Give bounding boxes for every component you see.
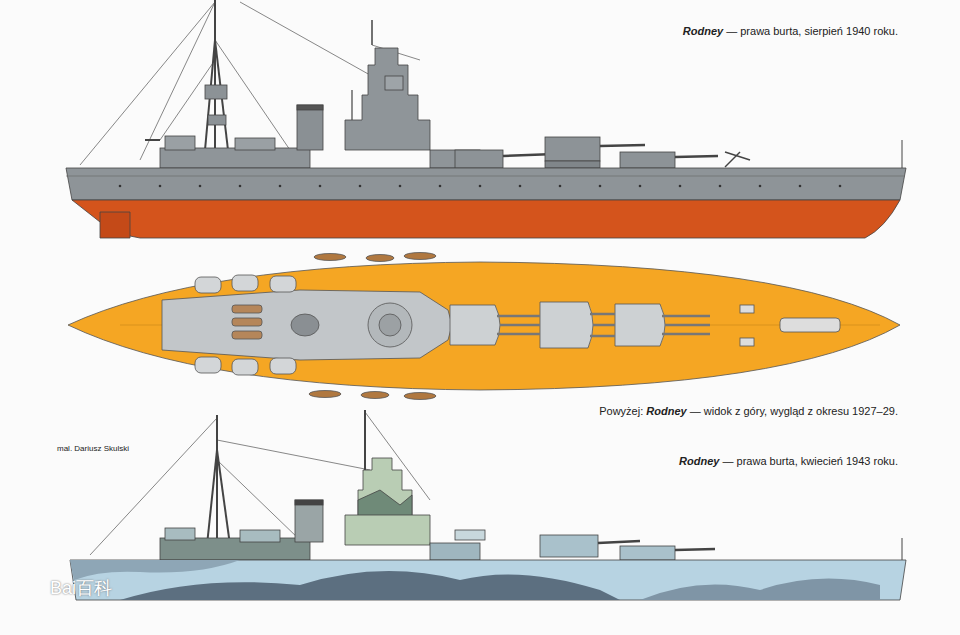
profile-caption: Rodney — prawa burta, kwiecień 1943 roku… (679, 455, 898, 467)
watermark: Bai百科 (50, 576, 112, 600)
ship-plan-view (68, 253, 900, 400)
ship-profile-1943 (70, 410, 906, 600)
artist-credit: mal. Dariusz Skulski (57, 444, 129, 453)
profile-caption: Rodney — prawa burta, sierpień 1940 roku… (683, 25, 898, 37)
ship-profile-1940 (66, 0, 906, 238)
plan-caption: Powyżej: Rodney — widok z góry, wygląd z… (599, 405, 898, 417)
